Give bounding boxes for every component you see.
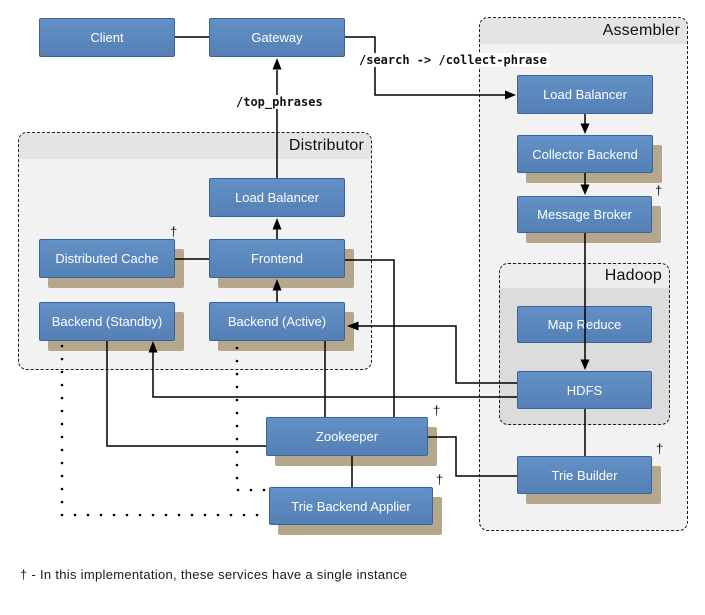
group-hadoop-title: Hadoop xyxy=(604,267,662,284)
node-frontend: Frontend xyxy=(209,239,345,278)
node-map-reduce: Map Reduce xyxy=(517,306,652,343)
node-zookeeper: Zookeeper xyxy=(266,417,428,456)
group-assembler-header: Assembler xyxy=(480,18,687,44)
node-collector-backend-label: Collector Backend xyxy=(532,146,638,162)
node-distributed-cache-label: Distributed Cache xyxy=(55,251,159,266)
node-assembler-load-balancer-label: Load Balancer xyxy=(543,87,627,102)
node-distributor-load-balancer-label: Load Balancer xyxy=(235,190,319,205)
dagger-message-broker: † xyxy=(655,183,663,198)
group-assembler-title: Assembler xyxy=(602,22,680,39)
dagger-trie-builder: † xyxy=(656,441,664,456)
arrowhead-into-gateway xyxy=(272,58,282,70)
group-hadoop-header: Hadoop xyxy=(500,264,669,288)
node-assembler-load-balancer: Load Balancer xyxy=(517,75,653,114)
footnote-text: † - In this implementation, these servic… xyxy=(20,567,408,582)
dagger-distributed-cache: † xyxy=(170,224,178,239)
group-distributor-title: Distributor xyxy=(288,137,364,154)
edge-label-search-collect: /search -> /collect-phrase xyxy=(356,53,550,67)
node-client: Client xyxy=(39,18,175,57)
node-distributor-load-balancer: Load Balancer xyxy=(209,178,345,217)
node-gateway: Gateway xyxy=(209,18,345,57)
node-client-label: Client xyxy=(90,30,124,45)
edge-dotted-applier-backend-standby xyxy=(60,344,267,517)
node-trie-backend-applier: Trie Backend Applier xyxy=(269,487,433,525)
node-backend-active-label: Backend (Active) xyxy=(227,314,327,329)
node-trie-builder-label: Trie Builder xyxy=(551,467,618,483)
group-distributor-header: Distributor xyxy=(19,133,371,159)
node-message-broker: Message Broker xyxy=(517,196,652,233)
node-trie-builder: Trie Builder xyxy=(517,456,652,494)
node-distributed-cache: Distributed Cache xyxy=(39,239,175,278)
dagger-zookeeper: † xyxy=(433,403,441,418)
node-collector-backend: Collector Backend xyxy=(517,135,653,173)
node-backend-active: Backend (Active) xyxy=(209,302,345,341)
node-hdfs-label: HDFS xyxy=(566,382,603,398)
node-backend-standby: Backend (Standby) xyxy=(39,302,175,341)
node-trie-backend-applier-label: Trie Backend Applier xyxy=(291,498,411,514)
node-message-broker-label: Message Broker xyxy=(537,207,632,222)
node-frontend-label: Frontend xyxy=(250,251,304,266)
node-gateway-label: Gateway xyxy=(251,30,303,45)
edge-label-top-phrases: /top_phrases xyxy=(233,95,326,109)
node-zookeeper-label: Zookeeper xyxy=(315,429,379,444)
node-backend-standby-label: Backend (Standby) xyxy=(51,314,163,329)
node-hdfs: HDFS xyxy=(517,371,652,409)
node-map-reduce-label: Map Reduce xyxy=(547,317,622,332)
dagger-trie-backend-applier: † xyxy=(436,472,444,487)
